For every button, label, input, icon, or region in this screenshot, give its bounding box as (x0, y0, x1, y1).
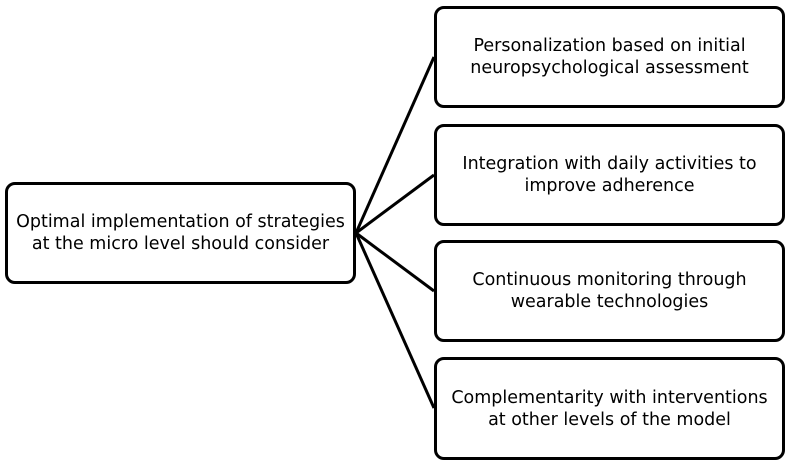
leaf-node-label: Continuous monitoring through wearable t… (472, 270, 747, 312)
leaf-node-integration: Integration with daily activities to imp… (434, 124, 785, 226)
leaf-node-monitoring: Continuous monitoring through wearable t… (434, 240, 785, 342)
leaf-node-complementarity: Complementarity with interventions at ot… (434, 357, 785, 460)
root-node-label: Optimal implementation of strategies at … (16, 212, 345, 254)
connector-line-4 (354, 232, 436, 409)
connector-line-3 (355, 231, 435, 293)
connector-line-2 (355, 173, 435, 235)
connector-line-1 (354, 56, 436, 234)
leaf-node-label: Personalization based on initial neurops… (470, 36, 749, 78)
root-node: Optimal implementation of strategies at … (5, 182, 356, 284)
leaf-node-personalization: Personalization based on initial neurops… (434, 6, 785, 108)
leaf-node-label: Complementarity with interventions at ot… (451, 387, 768, 430)
leaf-node-label: Integration with daily activities to imp… (462, 154, 757, 196)
